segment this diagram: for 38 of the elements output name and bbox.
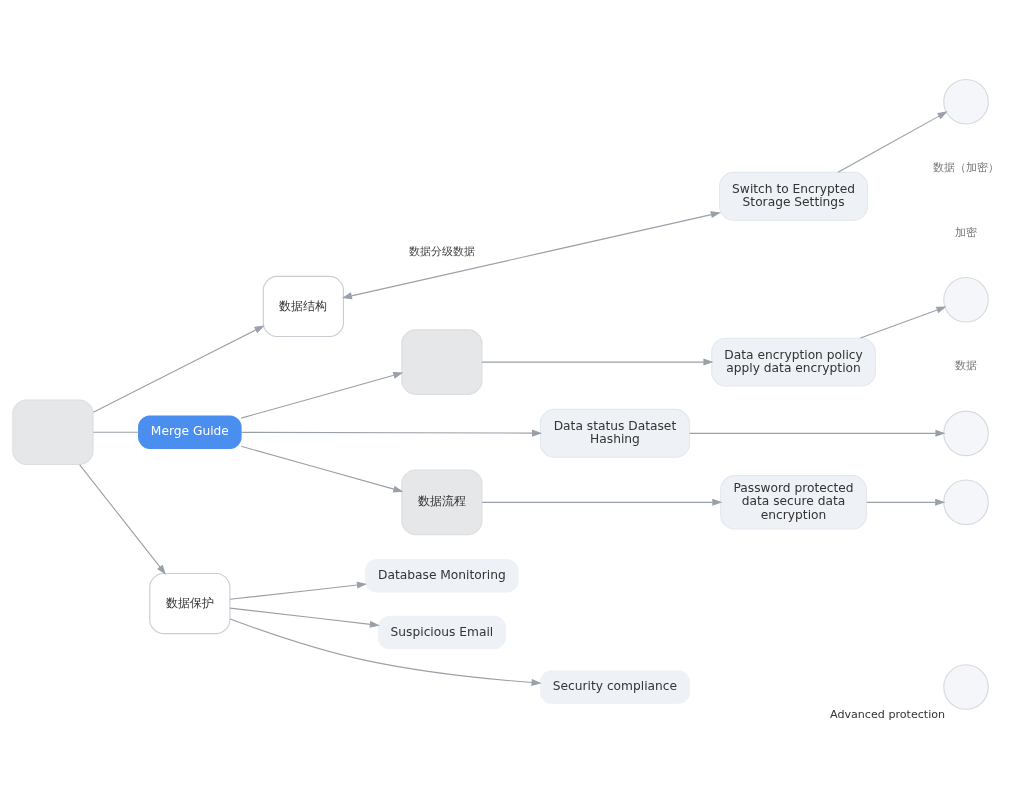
node-circle <box>943 410 989 456</box>
label: 数据 <box>955 358 978 372</box>
arrow <box>689 429 946 437</box>
node-box: Password protected data secure data encryption <box>720 474 867 530</box>
label: 数据（加密） <box>933 160 1000 174</box>
arrow <box>92 325 265 413</box>
node-circle <box>943 663 989 710</box>
arrow <box>837 110 948 173</box>
node-box: Merge Guide <box>138 415 242 449</box>
arrow <box>481 498 723 506</box>
arrow <box>240 371 404 419</box>
arrow <box>229 581 367 600</box>
node-box: Data encryption policy apply data encryption <box>711 337 876 387</box>
arrow <box>240 445 404 492</box>
arrow <box>341 210 721 299</box>
node-box: Suspicious Email <box>377 615 506 649</box>
connector <box>92 431 140 433</box>
node-label: Advanced protection <box>829 707 946 721</box>
node-box: 数据保护 <box>149 572 231 634</box>
arrow <box>859 306 947 339</box>
arrow <box>229 607 380 628</box>
node-box <box>12 398 94 465</box>
arrow <box>240 429 542 437</box>
arrow <box>79 463 166 575</box>
node-box <box>401 328 483 395</box>
label: 加密 <box>955 225 978 239</box>
node-circle <box>943 276 989 323</box>
node-box: Security compliance <box>539 669 691 704</box>
edge-label: 数据分级数据 <box>408 244 475 258</box>
arrow <box>866 498 946 506</box>
node-circle <box>943 479 989 525</box>
node-box: 数据流程 <box>401 469 483 535</box>
node-box: Database Monitoring <box>365 558 519 592</box>
node-box: 数据结构 <box>262 275 344 337</box>
node-circle <box>943 78 989 124</box>
arrow <box>481 358 714 366</box>
node-box: Data status Dataset Hashing <box>539 408 691 458</box>
node-box: Switch to Encrypted Storage Settings <box>719 171 869 221</box>
